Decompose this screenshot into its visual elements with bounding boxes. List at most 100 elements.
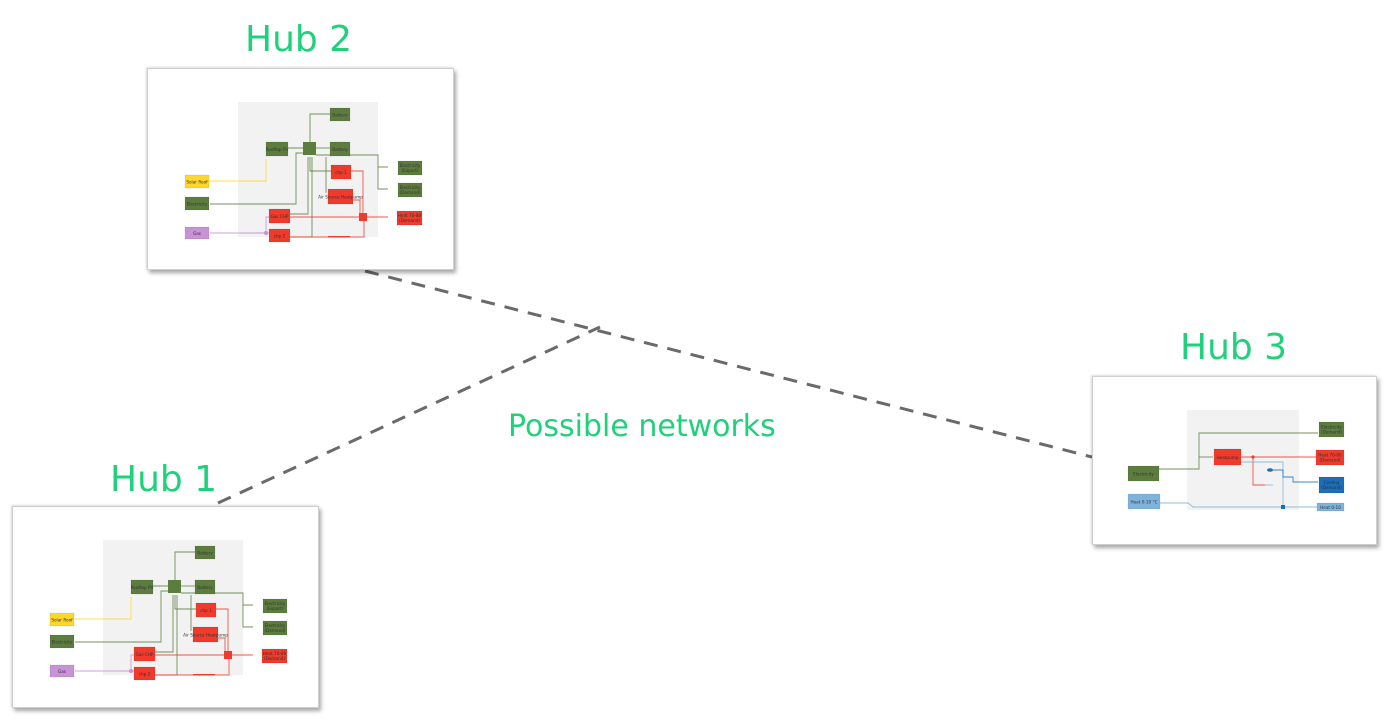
hub1-chp2-heat [153, 659, 230, 676]
hub3-lowheat-link [1158, 502, 1318, 508]
hub3-electricity-in: Electricity [1127, 465, 1160, 482]
hub2-gas-chp-rect [268, 208, 291, 224]
hub2-gas-chp: Gas CHP [268, 208, 291, 224]
hub1-heat-node [224, 651, 232, 659]
hub1-gas-chp: Gas CHP [133, 646, 156, 662]
hub3-lowheat-node [1281, 505, 1285, 509]
hub1-solar-roof-rect [49, 612, 75, 627]
hub2-heat-node [359, 213, 367, 221]
hub1-chp-1-rect [195, 602, 217, 618]
hub3-heat-0-10-in-label: Heat 0-10 °C [1130, 499, 1157, 504]
hub1-air-source-heatpump-label: Air Source Heatpump [183, 632, 228, 637]
hub2-chp-1-rect [330, 164, 352, 180]
hub1-battery-1-label: Battery [197, 550, 213, 555]
hub2-elec-export-label: Electricity(Export) [400, 163, 421, 173]
hub1-gas-in: Gas [49, 664, 75, 678]
hub2-elec-demand-rect [397, 182, 423, 198]
hub3-title: Hub 3 [1180, 327, 1288, 368]
hub2-electricity-in: Electricity [184, 196, 210, 211]
hub1-air-source-heatpump-rect [192, 626, 219, 643]
hub2-chp1-link [309, 157, 331, 172]
hub3-elec-demand-link [1158, 432, 1318, 470]
hub2-elec-export: Electricity(Export) [397, 160, 423, 176]
hub2-solar-roof-label: Solar Roof [186, 179, 208, 184]
hub1-solar-roof-label: Solar Roof [51, 617, 73, 622]
hub3-heatpump: Heatpump [1213, 448, 1242, 466]
hub1-battery-2: Battery [194, 579, 216, 595]
hub1-heat-demand-label: Heat 70-80(Demand) [263, 651, 287, 661]
hub2-rooftop-pv: Rooftop PV [266, 141, 289, 157]
hub2-battery-1-label: Battery [332, 112, 348, 117]
hub2-gas-node [264, 231, 268, 235]
hub2-rooftop-pv-label: Rooftop PV [266, 147, 289, 152]
hub1-elec-export: Electricity(Export) [262, 598, 288, 614]
hub1-heat-demand: Heat 70-80(Demand) [261, 648, 288, 664]
hub2-battery-2-label: Battery [332, 147, 348, 152]
hub2-battery-2: Battery [329, 141, 351, 157]
hub1-chp-2: chp 2 [133, 666, 156, 681]
hub3-heat-0-10-in-rect [1127, 493, 1161, 510]
hub1-battery-2-rect [194, 579, 216, 595]
hub2-chp2-heat [288, 221, 365, 238]
hub2-battery-1-rect [329, 107, 351, 122]
hub2-chp-1: chp 1 [330, 164, 352, 180]
hub1-chp-2-rect [133, 666, 156, 681]
hub3-heat-demand-rect [1315, 449, 1345, 466]
network-link-hub2-hub3 [364, 269, 1093, 459]
hub2-chp-2: chp 2 [268, 228, 291, 243]
hub2-heat-demand: Heat 70-80(Demand) [396, 210, 423, 226]
hub1-elec-export-rect [262, 598, 288, 614]
hub1-heat-storage [193, 674, 215, 676]
hub2-battery-2-rect [329, 141, 351, 157]
hub2-bat1-link [309, 113, 330, 143]
hub1-demand-link [242, 605, 253, 628]
hub2-elec-demand-label: Electricity(Demand) [399, 185, 420, 195]
hub2-solar-link [210, 159, 267, 182]
hub3-heat-0-10-in: Heat 0-10 °C [1127, 493, 1161, 510]
hub1-chp-2-label: chp 2 [139, 671, 151, 676]
hub1-solar-link [75, 597, 132, 620]
hub1-battery-1: Battery [194, 545, 216, 560]
hub2-air-source-heatpump: Air Source Heatpump [318, 188, 363, 205]
hub2-elec-export-rect [397, 160, 423, 176]
hub2-gaschp-link [288, 157, 309, 215]
hub2-gas-in-label: Gas [193, 231, 201, 236]
hub2-air-source-heatpump-label: Air Source Heatpump [318, 194, 363, 199]
hub1-title: Hub 1 [110, 459, 218, 500]
hub1-bat1-link [174, 551, 195, 581]
hub1-solar-roof: Solar Roof [49, 612, 75, 627]
hub1-rooftop-pv: Rooftop PV [131, 579, 154, 595]
possible-networks-label: Possible networks [508, 409, 776, 444]
hub3-cooling-demand-label: Cooling(Demand) [1321, 480, 1342, 490]
hub1-gas-chp-label: Gas CHP [136, 652, 154, 657]
hub2-chp-2-label: chp 2 [274, 233, 286, 238]
hub2-battery-1: Battery [329, 107, 351, 122]
hub1-elec-link [75, 590, 171, 643]
hub2-elec-link [210, 152, 306, 205]
hub1-elec-node [168, 580, 181, 593]
hub1-chp-1: chp 1 [195, 602, 217, 618]
hub1-electricity-in-rect [49, 634, 75, 649]
hub3-heat-demand: Heat 70-80(Demand) [1315, 449, 1345, 466]
hub1-gaschp-link [153, 595, 174, 653]
hub2-elec-node [303, 142, 316, 155]
hub2-solar-roof: Solar Roof [184, 174, 210, 189]
hub1-battery-2-label: Battery [197, 585, 213, 590]
hub1-electricity-in-label: Electricity [52, 639, 73, 644]
hub3-hub-area [1187, 410, 1299, 510]
hub1-gas-node [129, 669, 133, 673]
hub2-gas-chp-label: Gas CHP [271, 214, 289, 219]
hub2-heat-demand-label: Heat 70-80(Demand) [398, 213, 422, 223]
hub3-elec-demand-label: Electricity(Demand) [1321, 425, 1342, 435]
hub3-electricity-in-rect [1127, 465, 1160, 482]
hub1-elec-demand: Electricity(Demand) [262, 620, 288, 636]
hub3-cold-node [1267, 468, 1273, 472]
hub1-elec-demand-rect [262, 620, 288, 636]
hub2-heat-demand-rect [396, 210, 423, 226]
hub3-hp-loop [1252, 457, 1265, 486]
hub3-heat-demand-label: Heat 70-80(Demand) [1318, 453, 1342, 463]
